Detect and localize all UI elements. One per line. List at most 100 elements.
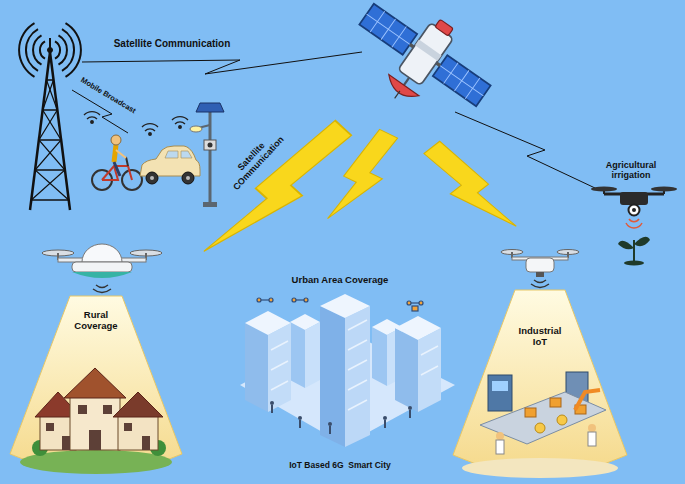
bicycle-rider [114, 145, 116, 162]
smart-city [259, 299, 271, 300]
smart-city [257, 298, 261, 302]
coverage-drone [58, 258, 146, 262]
village [46, 405, 150, 450]
smart-streetlight [203, 202, 217, 207]
satellite [359, 4, 417, 55]
radio-tower [19, 23, 81, 210]
smart-city [329, 426, 331, 434]
smart-city [305, 322, 320, 388]
smart-city [240, 294, 455, 447]
satellite [410, 44, 414, 47]
village [103, 405, 112, 414]
smart-streetlight [196, 103, 224, 112]
smart-city [294, 299, 306, 300]
smart-city [271, 405, 273, 413]
smart-streetlight [190, 103, 224, 207]
coverage-drone [512, 257, 568, 260]
irrigation-drone [632, 208, 636, 212]
smart-city [299, 420, 301, 428]
smart-city [320, 294, 370, 318]
diagram-label: Urban Area Coverage [292, 275, 389, 286]
factory [550, 398, 561, 407]
label-anchor: Urban Area Coverage [292, 275, 389, 286]
smart-streetlight [190, 126, 202, 132]
smart-city [268, 323, 291, 412]
bicycle-rider [102, 166, 132, 180]
factory [496, 432, 504, 440]
plant [618, 241, 634, 250]
factory [525, 398, 586, 417]
smart-city [271, 341, 438, 390]
smart-city [328, 422, 332, 426]
village [124, 423, 132, 431]
irrigation-drone [591, 187, 677, 228]
coverage-drone [567, 252, 569, 258]
smart-city [384, 420, 386, 428]
bicycle-rider [111, 135, 121, 145]
satellite [436, 63, 440, 66]
smart-city [320, 306, 345, 447]
lightning-bolt [201, 112, 355, 275]
radio-tower [55, 23, 81, 77]
plant [633, 240, 635, 262]
satellite [435, 19, 453, 36]
smart-city [387, 327, 402, 386]
village [64, 368, 126, 398]
satellite [398, 23, 454, 86]
diagram-label: Satellite COmmunication [224, 128, 287, 193]
smart-streetlight [198, 125, 210, 128]
radio-tower [19, 23, 45, 77]
satellite [359, 4, 417, 55]
satellite [433, 55, 491, 106]
radio-tower [35, 80, 69, 200]
cone-label: Rural Coverage [74, 310, 117, 332]
factory [557, 415, 567, 425]
irrigation-drone [604, 193, 664, 196]
satellite [404, 78, 409, 86]
smart-city [270, 401, 274, 405]
bicycle-rider [114, 162, 120, 176]
factory [588, 432, 596, 446]
diagram-label: Mobile Broadcast [79, 76, 137, 116]
village [89, 430, 101, 450]
smart-city [407, 301, 411, 305]
satellite [336, 0, 505, 139]
plant [624, 261, 644, 266]
smart-city [269, 298, 273, 302]
bicycle-rider [92, 135, 142, 190]
irrigation-drone [626, 219, 642, 228]
satellite [395, 91, 400, 99]
village [20, 450, 172, 474]
wifi-symbol [84, 112, 100, 119]
smart-city [245, 323, 268, 412]
smart-city [304, 298, 308, 302]
village [32, 440, 48, 456]
coverage-drone [557, 250, 579, 255]
village [113, 392, 163, 417]
radio-tower [48, 48, 53, 53]
wifi-symbol [91, 121, 94, 124]
factory [535, 423, 545, 433]
smart-city [409, 410, 411, 418]
radio-tower [30, 52, 50, 210]
factory [462, 458, 618, 478]
factory [480, 392, 606, 444]
coverage-drone [511, 252, 513, 258]
smart-city [245, 311, 291, 335]
smart-city [345, 306, 370, 447]
wifi-symbol [172, 117, 188, 124]
factory [496, 440, 504, 454]
factory [566, 372, 588, 404]
village [142, 436, 150, 450]
bicycle-rider [92, 170, 112, 190]
factory [488, 375, 512, 411]
cone-beam-shape [453, 290, 627, 475]
bicycle-rider [122, 170, 142, 190]
village [35, 392, 81, 417]
label-anchor: Satellite COmmunication [224, 128, 287, 193]
plant [634, 237, 650, 246]
cone-beam-shape [10, 296, 182, 473]
coverage-drone [72, 262, 132, 272]
smart-city [257, 298, 423, 311]
